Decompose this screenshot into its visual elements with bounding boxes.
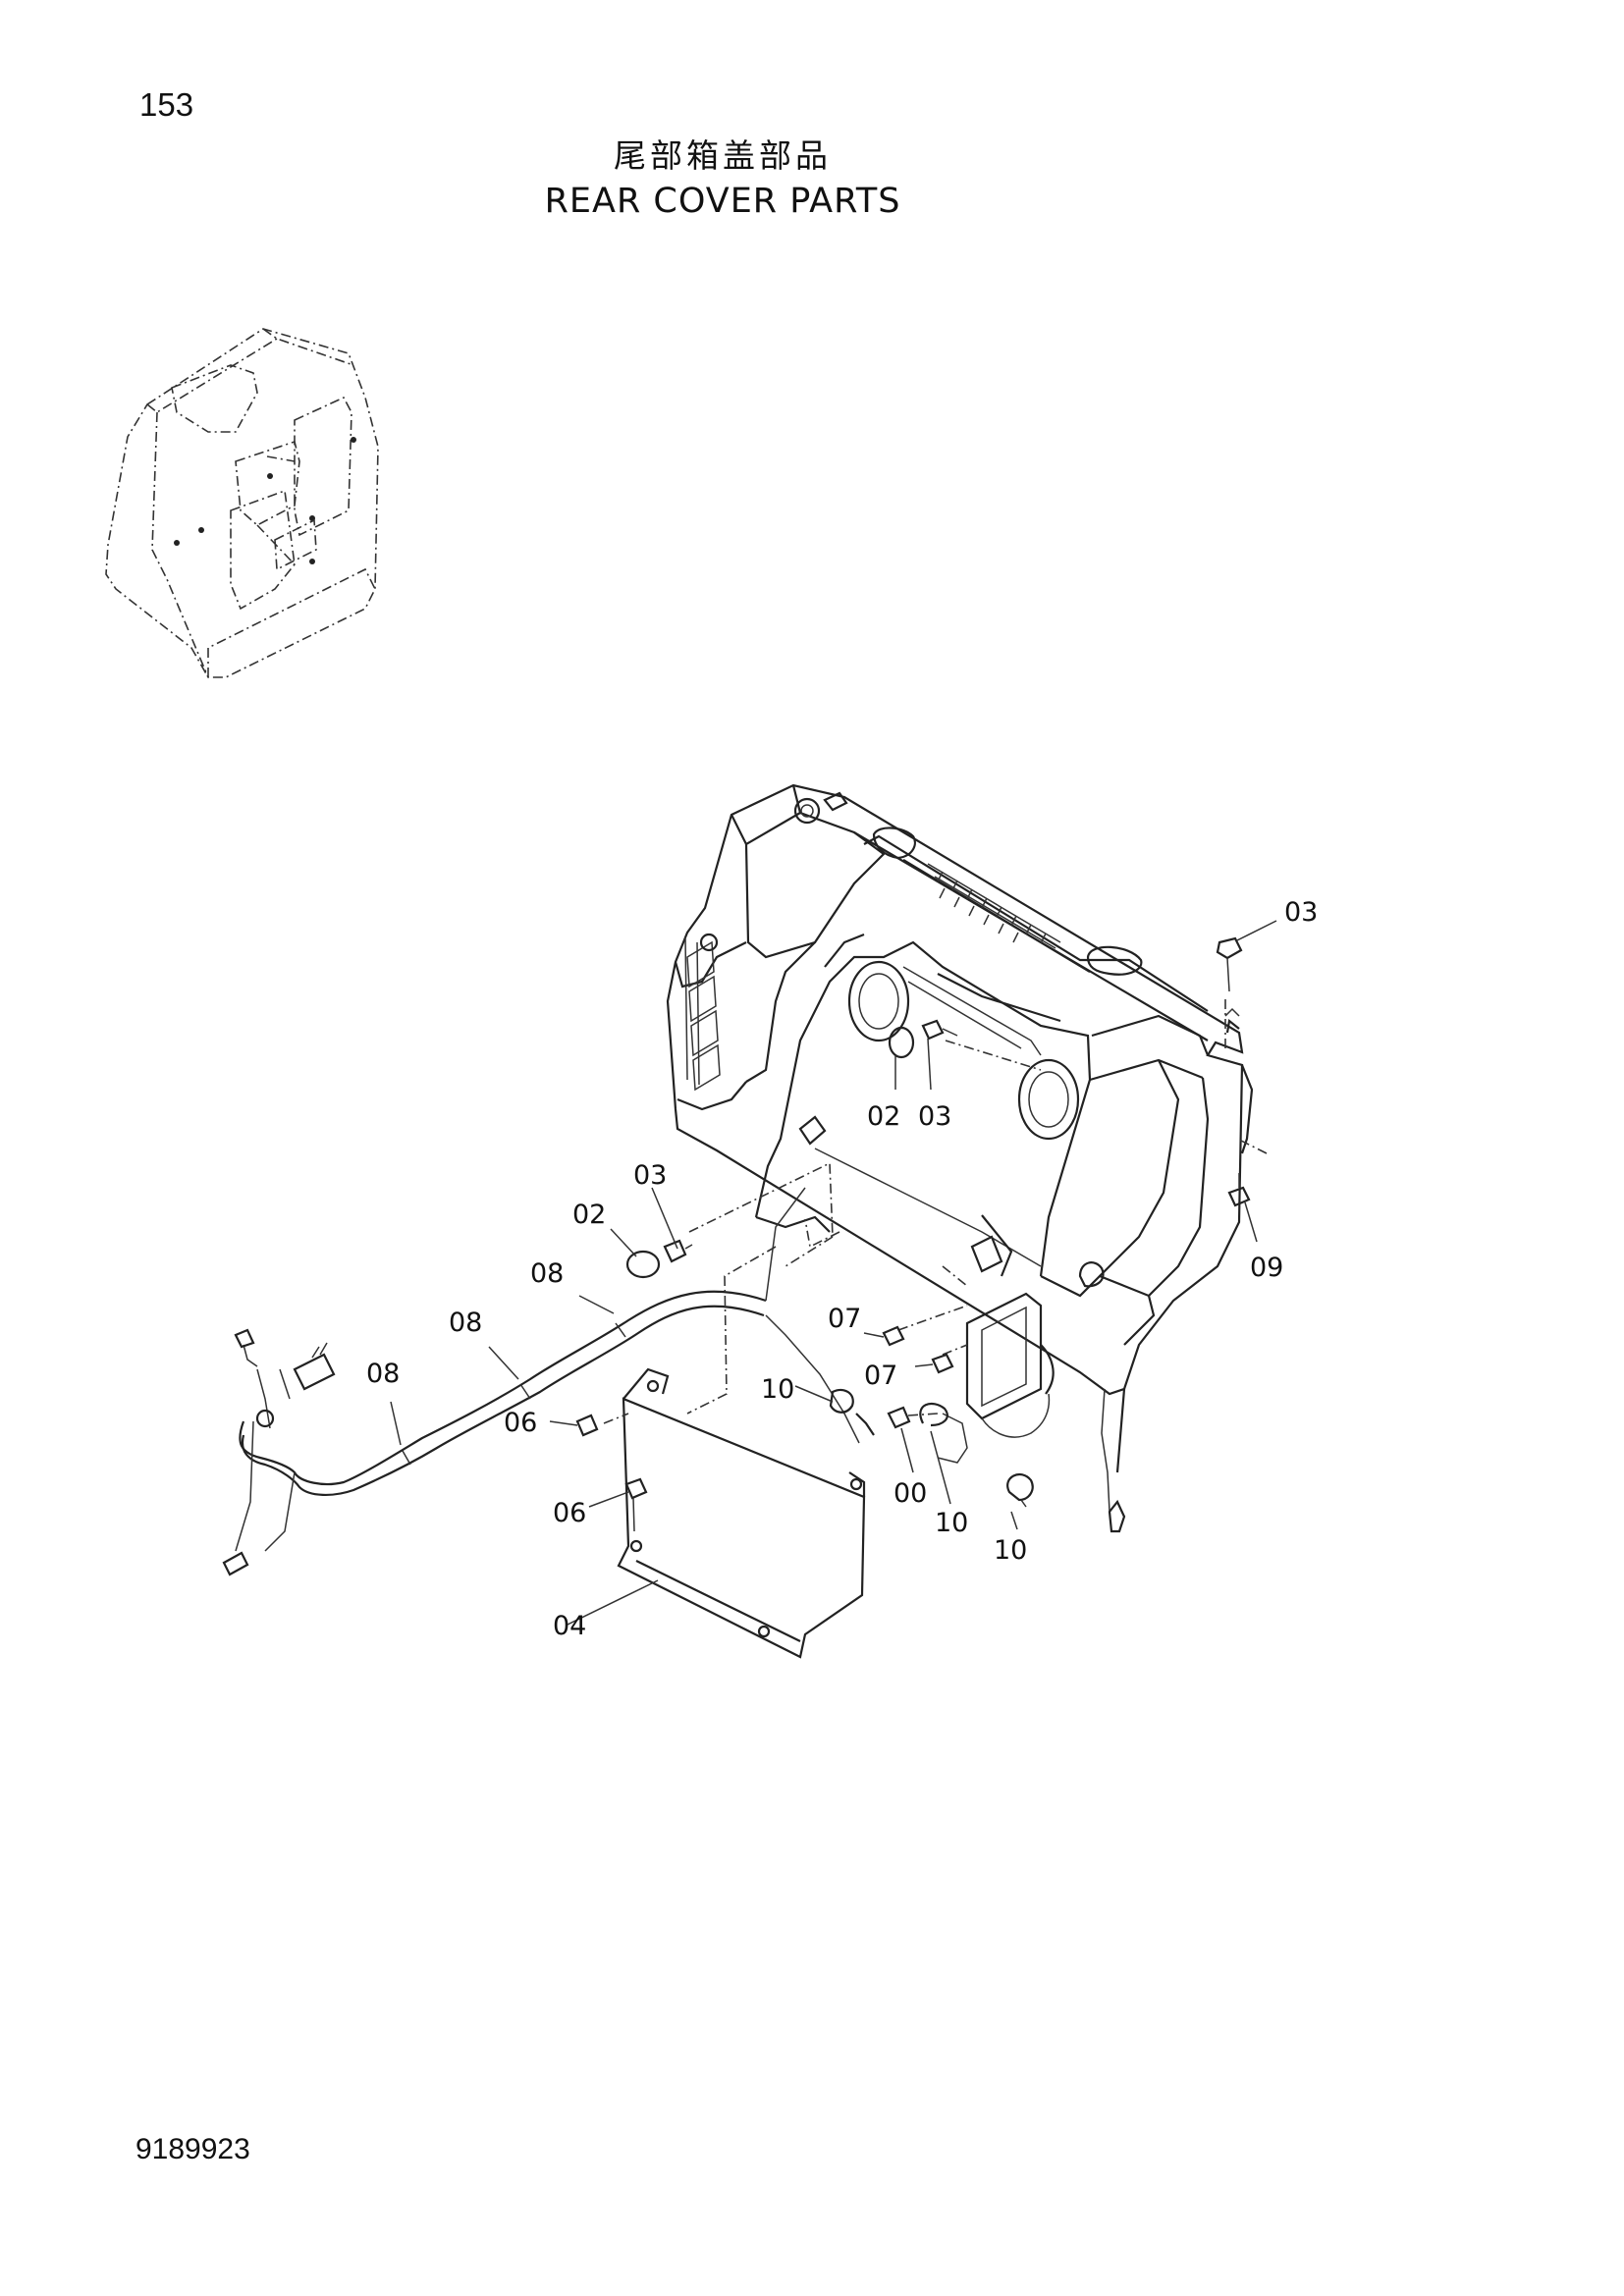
callout-02-mid: 02 (867, 1101, 900, 1132)
callout-10-b: 10 (935, 1508, 968, 1538)
guard-plate (617, 1367, 866, 1659)
callout-03-top: 03 (1284, 897, 1318, 928)
callout-06-b: 06 (553, 1498, 586, 1528)
callout-08-c: 08 (366, 1359, 400, 1389)
callout-08-b: 08 (449, 1308, 482, 1338)
page-number: 153 (139, 86, 194, 123)
callout-07-a: 07 (828, 1304, 861, 1334)
callout-10-c: 10 (994, 1535, 1027, 1566)
callout-03-mid: 03 (918, 1101, 951, 1132)
page-title-chinese: 尾部箱盖部品 (614, 136, 832, 175)
callout-04: 04 (553, 1611, 586, 1641)
bolt-icon-group (575, 936, 1251, 1532)
rear-cover-body (666, 783, 1254, 1533)
cab-locator-thumbnail (105, 328, 379, 678)
callout-labels: 03 02 03 03 02 09 08 08 08 07 07 10 06 0… (366, 897, 1318, 1641)
callout-06-a: 06 (504, 1408, 537, 1438)
callout-08-a: 08 (530, 1258, 564, 1289)
page-title-english: REAR COVER PARTS (544, 182, 901, 221)
callout-07-b: 07 (864, 1361, 897, 1391)
connector-box (937, 1292, 1055, 1464)
callout-02-left: 02 (572, 1200, 606, 1230)
callout-09: 09 (1250, 1253, 1283, 1283)
callout-leaders (390, 920, 1277, 1626)
document-number: 9189923 (135, 2133, 250, 2165)
assembly-leaders (603, 996, 1268, 1424)
callout-03-left: 03 (633, 1160, 667, 1191)
wiring-harness (222, 1187, 860, 1576)
callout-10-a: 10 (761, 1374, 794, 1405)
callout-00: 00 (893, 1478, 927, 1509)
